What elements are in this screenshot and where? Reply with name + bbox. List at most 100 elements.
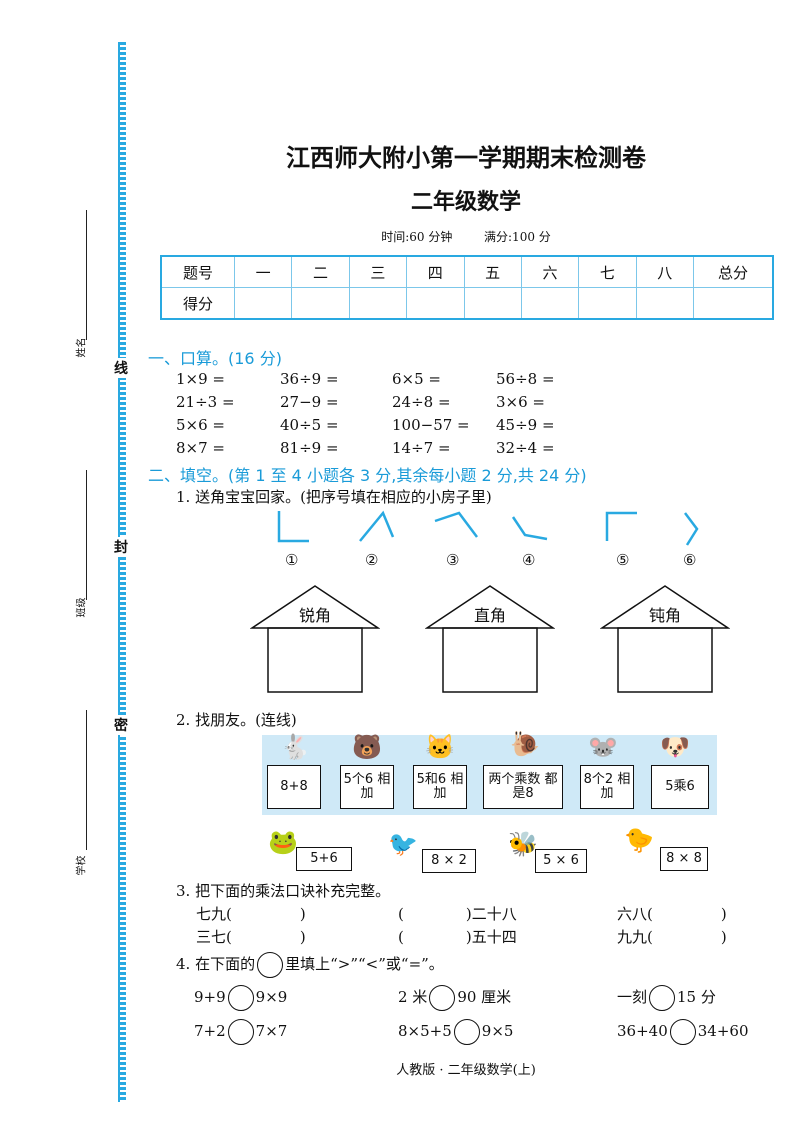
compare-right: 34+60 (697, 1022, 749, 1040)
section1-title: 一、口算。(16 分) (148, 349, 282, 368)
match-card-bottom[interactable]: 5+6 (296, 847, 352, 871)
table-header-cell: 三 (348, 255, 408, 288)
dog-icon: 🐶 (660, 733, 690, 761)
house-label: 锐角 (298, 606, 331, 625)
compare-right: 7×7 (255, 1022, 288, 1040)
compare-item: 2 米 90 厘米 (398, 985, 511, 1011)
house-outline (250, 585, 380, 693)
table-header-cell: 五 (463, 255, 522, 288)
table-header-cell: 一 (233, 255, 293, 288)
bird-icon: 🐦 (388, 830, 418, 858)
compare-circle-sample (257, 952, 284, 978)
compare-left: 8×5+5 (398, 1022, 452, 1040)
calc-item: 36÷9 = (280, 370, 339, 388)
score-info: 满分:100 分 (484, 230, 551, 244)
rhyme-part: 六八( (617, 905, 653, 923)
chick-icon: 🐤 (624, 826, 654, 854)
calc-item: 5×6 = (176, 416, 225, 434)
mouse-icon: 🐭 (588, 733, 618, 761)
compare-item: 7+2 7×7 (194, 1019, 287, 1045)
compare-circle[interactable] (669, 1019, 696, 1045)
compare-circle[interactable] (429, 985, 456, 1011)
compare-left: 2 米 (398, 988, 428, 1006)
match-card-bottom[interactable]: 8 × 8 (660, 847, 708, 871)
angle-number: ① (285, 551, 299, 569)
page-title: 江西师大附小第一学期期末检测卷 (286, 143, 646, 172)
match-card-bottom[interactable]: 5 × 6 (535, 849, 587, 873)
angle-6-acute (684, 512, 699, 546)
calc-item: 24÷8 = (392, 393, 451, 411)
score-cell[interactable] (348, 287, 408, 320)
rhyme-part: 七九( (196, 905, 232, 923)
table-header-cell: 题号 (160, 255, 235, 288)
table-header-cell: 四 (406, 255, 465, 288)
compare-left: 一刻 (617, 988, 648, 1006)
class-line (86, 470, 87, 600)
rhyme-part: )二十八 (465, 905, 517, 923)
page-subtitle: 二年级数学 (410, 189, 521, 215)
q4-text: 4. 在下面的里填上“>”“<”或“=”。 (176, 952, 444, 978)
match-card-top[interactable]: 8个2 相加 (580, 765, 634, 809)
match-card-top[interactable]: 5和6 相加 (413, 765, 467, 809)
compare-circle[interactable] (453, 1019, 480, 1045)
calc-item: 27−9 = (280, 393, 339, 411)
match-card-top[interactable]: 5乘6 (651, 765, 709, 809)
compare-right: 9×9 (255, 988, 288, 1006)
rhyme-part: ) (299, 928, 306, 946)
mult-rhyme-blank: 九九() (617, 926, 727, 947)
angle-5-right (605, 511, 637, 541)
table-header-cell: 八 (635, 255, 695, 288)
calc-item: 56÷8 = (496, 370, 555, 388)
house-obtuse: 钝角 (600, 584, 730, 694)
compare-right: 90 厘米 (457, 988, 512, 1006)
rhyme-part: ) (720, 905, 727, 923)
compare-left: 7+2 (194, 1022, 226, 1040)
score-cell[interactable] (635, 287, 695, 320)
binding-word-mi: 密 (110, 715, 132, 735)
table-header-cell: 二 (291, 255, 350, 288)
table-header-cell: 总分 (693, 255, 774, 288)
binding-word-feng: 封 (110, 537, 132, 557)
score-table-row: 得分 (160, 287, 774, 320)
score-cell[interactable] (520, 287, 580, 320)
angle-3-obtuse (434, 511, 478, 538)
calc-item: 3×6 = (496, 393, 545, 411)
section2-title: 二、填空。(第 1 至 4 小题各 3 分,其余每小题 2 分,共 24 分) (148, 466, 587, 485)
calc-item: 6×5 = (392, 370, 441, 388)
binding-word-xian: 线 (110, 358, 132, 378)
q2-text: 2. 找朋友。(连线) (176, 711, 297, 729)
angle-figures (277, 510, 699, 546)
compare-circle[interactable] (227, 1019, 254, 1045)
angle-number: ② (365, 551, 379, 569)
score-cell[interactable] (291, 287, 350, 320)
compare-left: 9+9 (194, 988, 226, 1006)
match-card-top[interactable]: 两个乘数 都是8 (483, 765, 563, 809)
score-cell[interactable] (406, 287, 465, 320)
match-card-top[interactable]: 5个6 相加 (340, 765, 394, 809)
match-card-top[interactable]: 8+8 (267, 765, 321, 809)
angle-number: ⑥ (683, 551, 697, 569)
calc-item: 100−57 = (392, 416, 470, 434)
house-label: 直角 (473, 606, 506, 625)
score-cell[interactable] (578, 287, 637, 320)
score-cell[interactable] (463, 287, 522, 320)
page-footer: 人教版 · 二年级数学(上) (396, 1063, 536, 1078)
angle-1-right (277, 511, 309, 543)
frog-icon: 🐸 (268, 828, 298, 856)
score-cell[interactable] (693, 287, 774, 320)
cat-icon: 🐱 (425, 733, 455, 761)
calc-item: 14÷7 = (392, 439, 451, 457)
bee-icon: 🐝 (508, 830, 538, 858)
calc-item: 1×9 = (176, 370, 225, 388)
name-line (86, 210, 87, 340)
rhyme-part: )五十四 (465, 928, 517, 946)
rhyme-part: 三七( (196, 928, 232, 946)
compare-circle[interactable] (649, 985, 676, 1011)
rhyme-part: ) (720, 928, 727, 946)
snail-icon: 🐌 (510, 730, 540, 758)
score-cell[interactable] (233, 287, 293, 320)
compare-circle[interactable] (227, 985, 254, 1011)
score-row-label: 得分 (160, 287, 235, 320)
match-card-bottom[interactable]: 8 × 2 (422, 849, 476, 873)
